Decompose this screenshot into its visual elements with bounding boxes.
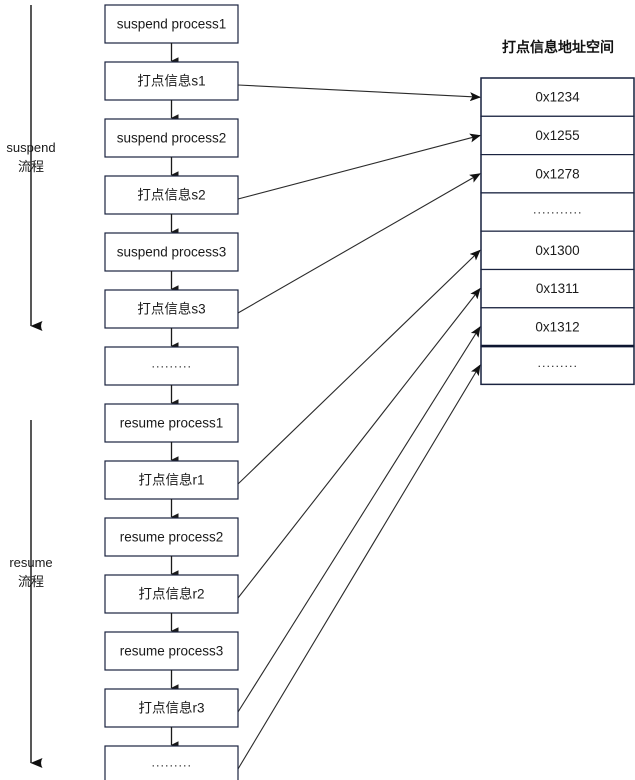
flow-node-suspend-more[interactable]: ········· — [104, 346, 239, 386]
flow-node-box[interactable] — [104, 4, 239, 44]
link-mark-s1-to-addr-0x1234 — [237, 84, 481, 102]
memory-cell-addr-0x1312[interactable]: 0x1312 — [480, 307, 635, 347]
flow-node-resume-process2[interactable]: resume process2 — [104, 517, 239, 557]
flow-node-box[interactable] — [104, 232, 239, 272]
flow-node-box[interactable] — [104, 175, 239, 215]
link-resume-more-to-addr-gap-2 — [237, 364, 481, 770]
memory-cell-addr-0x1234[interactable]: 0x1234 — [480, 77, 635, 117]
flow-node-label: 打点信息r3 — [138, 700, 204, 716]
flow-node-box[interactable] — [104, 460, 239, 500]
flow-node-label: resume process2 — [120, 530, 224, 545]
link-mark-r3-to-addr-0x1312 — [237, 326, 481, 713]
flow-node-suspend-process2[interactable]: suspend process2 — [104, 118, 239, 158]
memory-cells-layer: 0x1234 0x1255 0x1278 ··········· 0x1300 0x131… — [480, 77, 635, 386]
flow-node-suspend-process1[interactable]: suspend process1 — [104, 4, 239, 44]
flow-node-mark-s1[interactable]: 打点信息s1 — [104, 61, 239, 101]
lane-suspend: suspend 流程 — [6, 5, 56, 331]
memory-cell-addr-gap-2[interactable]: ········· — [480, 345, 635, 386]
flow-node-label: resume process1 — [120, 416, 224, 431]
memory-cell-label: 0x1300 — [535, 243, 579, 258]
link-mark-r1-to-addr-0x1300 — [237, 249, 481, 485]
link-arrows-layer — [237, 84, 481, 770]
flow-node-label: suspend process3 — [117, 245, 227, 260]
flow-node-resume-more[interactable]: ········· — [104, 745, 239, 780]
memory-cell-label: ········· — [537, 358, 577, 372]
flow-node-box[interactable] — [104, 118, 239, 158]
flow-node-resume-process3[interactable]: resume process3 — [104, 631, 239, 671]
lane-resume: resume 流程 — [9, 420, 53, 768]
flow-node-mark-s2[interactable]: 打点信息s2 — [104, 175, 239, 215]
memory-cell-label: 0x1312 — [535, 320, 579, 335]
memory-space-title: 打点信息地址空间 — [502, 39, 614, 55]
flow-node-resume-process1[interactable]: resume process1 — [104, 403, 239, 443]
link-mark-r2-to-addr-0x1311 — [237, 287, 481, 599]
memory-space-outline — [480, 77, 635, 386]
memory-cell-label: 0x1255 — [535, 128, 579, 143]
lane-label-suspend-line2: 流程 — [18, 159, 44, 174]
memory-cell-addr-0x1311[interactable]: 0x1311 — [480, 268, 635, 309]
lane-label-resume-line1: resume — [9, 555, 52, 570]
flow-node-label: 打点信息s1 — [137, 73, 205, 89]
flow-node-box[interactable] — [104, 346, 239, 386]
flow-node-label: resume process3 — [120, 644, 224, 659]
flow-node-box[interactable] — [104, 517, 239, 557]
memory-cell-addr-0x1300[interactable]: 0x1300 — [480, 230, 635, 271]
memory-cell-label: ··········· — [533, 205, 582, 219]
flow-node-box[interactable] — [104, 289, 239, 329]
memory-cell-addr-0x1255[interactable]: 0x1255 — [480, 115, 635, 156]
flow-node-label: ········· — [151, 758, 191, 772]
flow-node-label: ········· — [151, 359, 191, 373]
flow-node-box[interactable] — [104, 574, 239, 614]
flow-node-mark-s3[interactable]: 打点信息s3 — [104, 289, 239, 329]
memory-cell-label: 0x1234 — [535, 90, 580, 105]
flow-node-label: 打点信息r2 — [138, 586, 204, 602]
flow-nodes-layer: suspend process1 打点信息s1 suspend process2 打点… — [104, 4, 239, 780]
memory-cell-box[interactable] — [480, 230, 635, 271]
flow-node-suspend-process3[interactable]: suspend process3 — [104, 232, 239, 272]
flow-node-label: 打点信息r1 — [138, 472, 204, 488]
flow-node-label: suspend process1 — [117, 17, 227, 32]
flow-node-label: suspend process2 — [117, 131, 227, 146]
flow-node-mark-r2[interactable]: 打点信息r2 — [104, 574, 239, 614]
flow-node-mark-r3[interactable]: 打点信息r3 — [104, 688, 239, 728]
flow-node-box[interactable] — [104, 403, 239, 443]
link-mark-s2-to-addr-0x1255 — [237, 133, 481, 200]
flow-node-label: 打点信息s3 — [137, 301, 205, 317]
link-mark-s3-to-addr-0x1278 — [237, 173, 481, 314]
flow-node-box[interactable] — [104, 745, 239, 780]
memory-cell-label: 0x1311 — [536, 281, 579, 296]
flow-node-box[interactable] — [104, 61, 239, 101]
memory-cell-box[interactable] — [480, 77, 635, 117]
memory-cell-addr-gap-1[interactable]: ··········· — [480, 192, 635, 232]
flow-node-mark-r1[interactable]: 打点信息r1 — [104, 460, 239, 500]
memory-cell-addr-0x1278[interactable]: 0x1278 — [480, 154, 635, 194]
lane-label-resume-line2: 流程 — [18, 574, 44, 589]
memory-cell-box[interactable] — [480, 115, 635, 156]
flow-node-label: 打点信息s2 — [137, 187, 205, 203]
memory-cell-label: 0x1278 — [535, 166, 579, 181]
lane-label-suspend-line1: suspend — [6, 140, 55, 155]
